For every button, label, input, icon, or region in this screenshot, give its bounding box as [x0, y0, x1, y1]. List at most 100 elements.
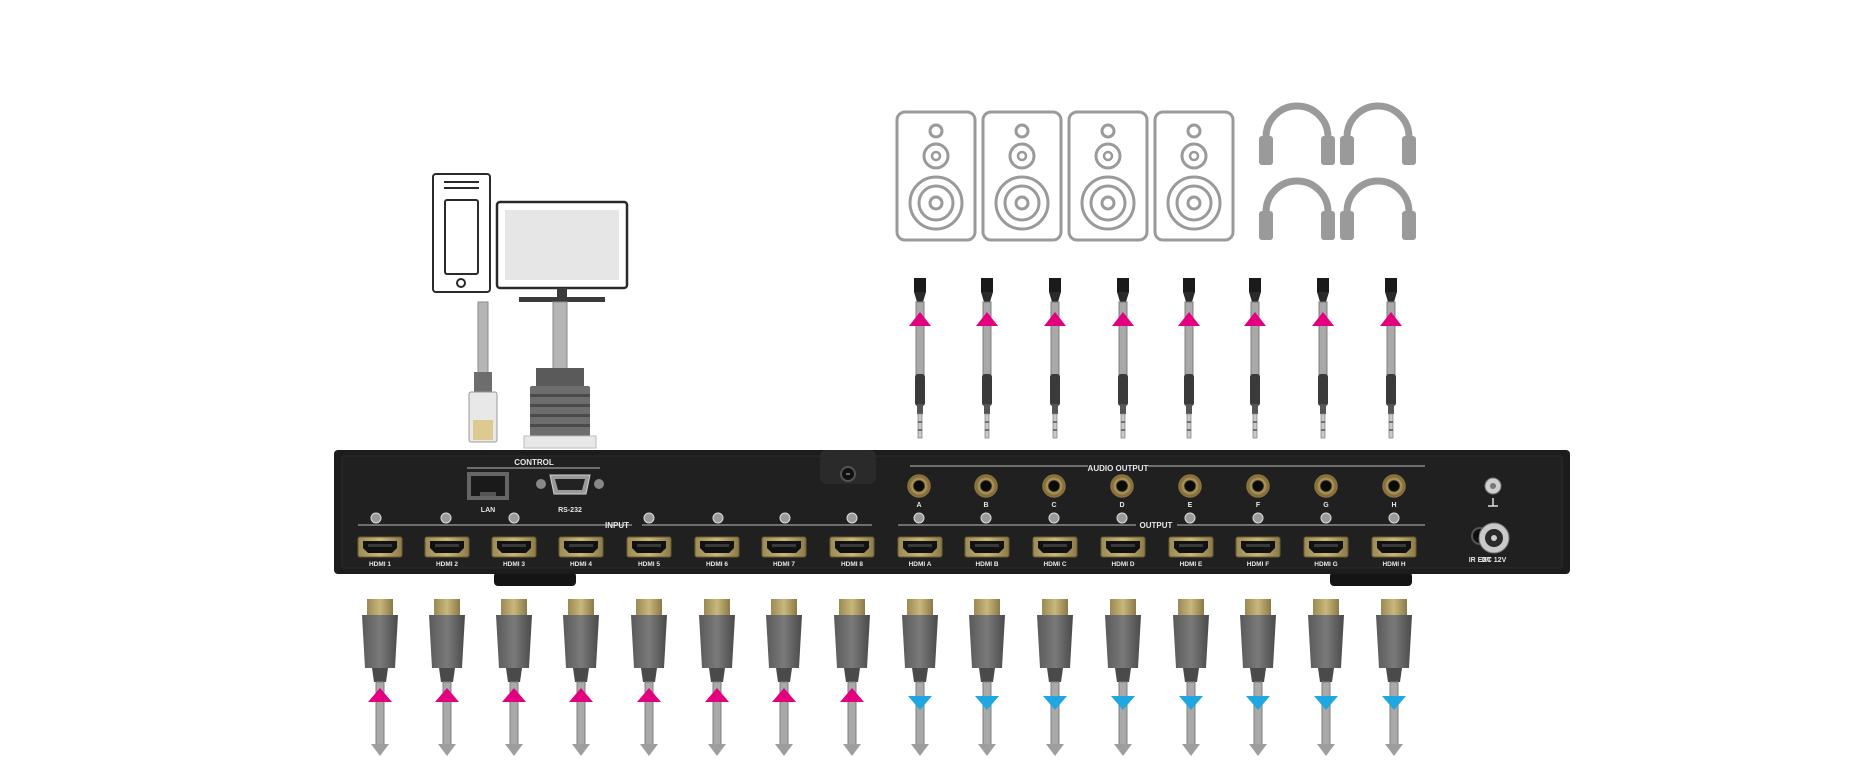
signal-arrow-icon — [772, 688, 796, 702]
speakers-group — [895, 110, 1235, 242]
audio-output-jack: H — [1382, 474, 1406, 524]
cable-end-arrow-icon — [708, 744, 726, 756]
led-indicator — [1184, 512, 1196, 524]
audio-output-jack: C — [1042, 474, 1066, 524]
hdmi-port-label: HDMI 2 — [436, 561, 458, 568]
audio-port-label: A — [916, 502, 921, 509]
hdmi-input-cable — [834, 599, 870, 756]
monitor-icon — [495, 200, 629, 302]
hdmi-input-port: HDMI 8 — [829, 536, 875, 568]
rs232-port — [536, 474, 604, 495]
dc-label: DC 12V — [1482, 557, 1507, 564]
audio-port-label: G — [1323, 502, 1329, 509]
cable-end-arrow-icon — [1317, 744, 1335, 756]
audio-cable — [1244, 278, 1266, 439]
signal-arrow-icon — [705, 688, 729, 702]
lan-port — [467, 472, 509, 500]
signal-arrow-icon — [1112, 312, 1134, 326]
signal-arrow-icon — [1382, 696, 1406, 710]
hdmi-port-label: HDMI A — [909, 561, 932, 568]
ground-screw — [1484, 477, 1502, 507]
hdmi-output-cable — [1037, 599, 1073, 756]
hdmi-port-label: HDMI E — [1180, 561, 1203, 568]
hdmi-output-cable — [969, 599, 1005, 756]
signal-arrow-icon — [976, 312, 998, 326]
led-indicator — [712, 512, 724, 524]
hdmi-input-cable — [496, 599, 532, 756]
vga-plug-icon — [523, 368, 597, 449]
cable-end-arrow-icon — [911, 744, 929, 756]
hdmi-port-label: HDMI 6 — [706, 561, 728, 568]
vga-cable — [552, 301, 568, 373]
hdmi-input-cable — [563, 599, 599, 756]
hdmi-output-port: HDMI B — [964, 536, 1010, 568]
hdmi-input-port: HDMI 6 — [694, 536, 740, 568]
speaker-icon — [1153, 110, 1235, 242]
hdmi-output-port: HDMI D — [1100, 536, 1146, 568]
hdmi-output-port: HDMI C — [1032, 536, 1078, 568]
hdmi-ports-group: HDMI 1 HDMI 2 HDMI 3 HDMI 4 HDMI 5 HDMI 6 HDMI… — [357, 512, 1417, 568]
hdmi-port-label: HDMI D — [1111, 561, 1134, 568]
lan-label: LAN — [481, 507, 495, 514]
cable-end-arrow-icon — [1249, 744, 1267, 756]
hdmi-output-cable — [1173, 599, 1209, 756]
hdmi-port-label: HDMI F — [1247, 561, 1269, 568]
led-indicator — [1252, 512, 1264, 524]
input-label: INPUT — [605, 521, 629, 530]
hdmi-port-label: HDMI 1 — [369, 561, 391, 568]
rj45-plug-icon — [468, 372, 498, 443]
audio-cable — [909, 278, 931, 439]
audio-output-jack: G — [1314, 474, 1338, 524]
hdmi-cables-group — [362, 599, 1412, 756]
signal-arrow-icon — [1380, 312, 1402, 326]
cable-end-arrow-icon — [1114, 744, 1132, 756]
hdmi-input-port: HDMI 3 — [491, 536, 537, 568]
led-indicator — [846, 512, 858, 524]
cable-end-arrow-icon — [1046, 744, 1064, 756]
audio-port-label: C — [1051, 502, 1056, 509]
audio-cable — [1380, 278, 1402, 439]
hdmi-input-cable — [362, 599, 398, 756]
hdmi-output-port: HDMI F — [1235, 536, 1281, 568]
audio-port-label: D — [1119, 502, 1124, 509]
led-indicator — [1116, 512, 1128, 524]
hdmi-port-label: HDMI 4 — [570, 561, 592, 568]
hdmi-input-port: HDMI 5 — [626, 536, 672, 568]
smartphone-icon — [432, 173, 491, 293]
audio-cable — [1044, 278, 1066, 439]
audio-cable — [976, 278, 998, 439]
signal-arrow-icon — [1044, 312, 1066, 326]
led-indicator — [980, 512, 992, 524]
hdmi-output-cable — [902, 599, 938, 756]
rs232-label: RS-232 — [558, 507, 582, 514]
hdmi-port-label: HDMI G — [1314, 561, 1337, 568]
hdmi-port-label: HDMI H — [1382, 561, 1405, 568]
signal-arrow-icon — [502, 688, 526, 702]
hdmi-input-port: HDMI 1 — [357, 536, 403, 568]
signal-arrow-icon — [435, 688, 459, 702]
led-indicator — [779, 512, 791, 524]
hdmi-output-cable — [1105, 599, 1141, 756]
audio-output-jack: F — [1246, 474, 1270, 524]
signal-arrow-icon — [909, 312, 931, 326]
hdmi-port-label: HDMI 8 — [841, 561, 863, 568]
signal-arrow-icon — [1111, 696, 1135, 710]
signal-arrow-icon — [975, 696, 999, 710]
led-indicator — [370, 512, 382, 524]
cable-end-arrow-icon — [843, 744, 861, 756]
audio-output-jack: D — [1110, 474, 1134, 524]
led-indicator — [440, 512, 452, 524]
signal-arrow-icon — [840, 688, 864, 702]
audio-output-jack: E — [1178, 474, 1202, 524]
hdmi-port-label: HDMI B — [975, 561, 998, 568]
audio-cable — [1112, 278, 1134, 439]
led-indicator — [1320, 512, 1332, 524]
hdmi-output-port: HDMI E — [1168, 536, 1214, 568]
hdmi-input-cable — [699, 599, 735, 756]
cable-end-arrow-icon — [505, 744, 523, 756]
speaker-icon — [895, 110, 977, 242]
output-label: OUTPUT — [1140, 521, 1173, 530]
cable-end-arrow-icon — [978, 744, 996, 756]
audio-cable — [1178, 278, 1200, 439]
